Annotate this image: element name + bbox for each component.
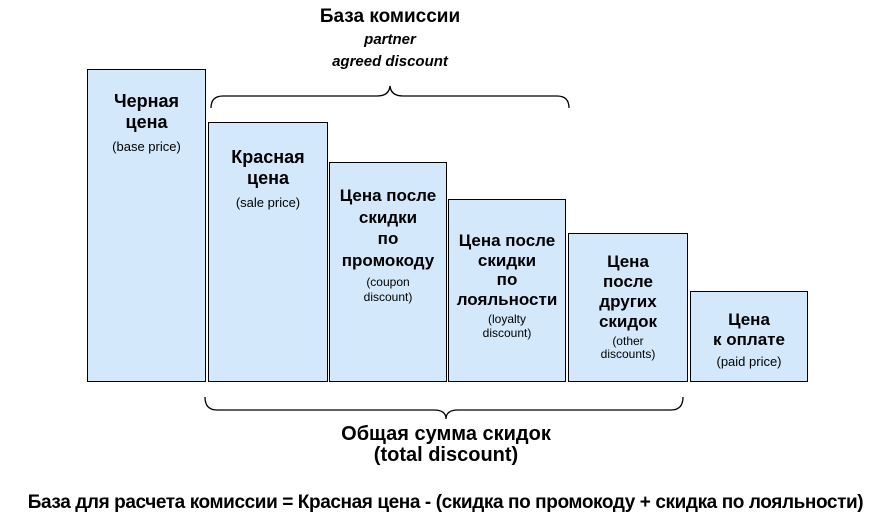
- commission-base-heading: База комиссии: [319, 6, 461, 27]
- commission-base-subline-1: partner: [364, 31, 416, 48]
- bar-loyalty-discount-price: Цена после скидки по лояльности (loyalty…: [448, 199, 566, 382]
- commission-base-title: База комиссии partner agreed discount: [240, 5, 540, 73]
- bar-label: Цена к оплате: [713, 310, 785, 349]
- bar-sublabel: (coupon discount): [363, 275, 413, 304]
- bar-sublabel: (loyalty discount): [482, 312, 532, 340]
- total-discount-line-1: Общая сумма скидок: [341, 423, 551, 445]
- total-discount-line-2: (total discount): [373, 444, 519, 466]
- bar-sale-price: Красная цена (sale price): [208, 122, 328, 382]
- commission-formula: База для расчета комиссии = Красная цена…: [27, 492, 864, 513]
- bar-sublabel: (paid price): [716, 354, 782, 369]
- bar-other-discounts-price: Цена после других скидок (other discount…: [568, 233, 688, 382]
- commission-base-subline-2: agreed discount: [332, 53, 448, 70]
- bottom-brace: [204, 396, 684, 420]
- top-brace: [210, 85, 570, 109]
- total-discount-label: Общая сумма скидок (total discount): [296, 424, 596, 466]
- bar-base-price: Черная цена (base price): [87, 69, 206, 382]
- bar-sublabel: (other discounts): [600, 334, 656, 361]
- bar-label: Цена после других скидок: [598, 252, 658, 331]
- bar-label: Черная цена: [113, 91, 180, 132]
- bar-paid-price: Цена к оплате (paid price): [690, 291, 808, 382]
- bar-sublabel: (base price): [112, 139, 181, 154]
- bar-label: Красная цена: [231, 147, 305, 188]
- bar-label: Цена после скидки по лояльности: [456, 231, 558, 309]
- bar-sublabel: (sale price): [235, 195, 301, 210]
- bar-coupon-discount-price: Цена после скидки по промокоду (coupon d…: [329, 162, 447, 382]
- bar-label: Цена после скидки по промокоду: [339, 186, 437, 270]
